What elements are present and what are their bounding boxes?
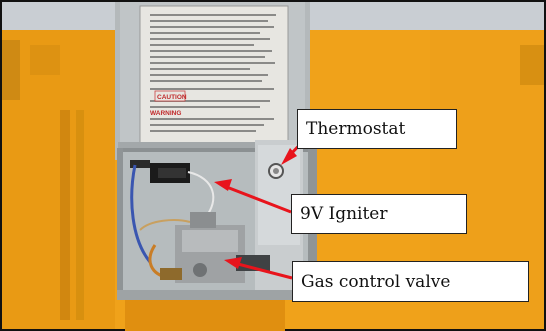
caution-stamp: CAUTION (157, 94, 187, 101)
label-stamp: CAUTION WARNING (150, 90, 187, 117)
warning-stamp: WARNING (150, 110, 181, 117)
gas-valve-callout: Gas control valve (292, 261, 529, 302)
igniter-callout: 9V Igniter (291, 194, 467, 234)
thermostat-label: Thermostat (306, 119, 406, 139)
igniter-label: 9V Igniter (300, 204, 388, 224)
thermostat-callout: Thermostat (297, 109, 457, 149)
gas-valve-label: Gas control valve (301, 271, 451, 292)
